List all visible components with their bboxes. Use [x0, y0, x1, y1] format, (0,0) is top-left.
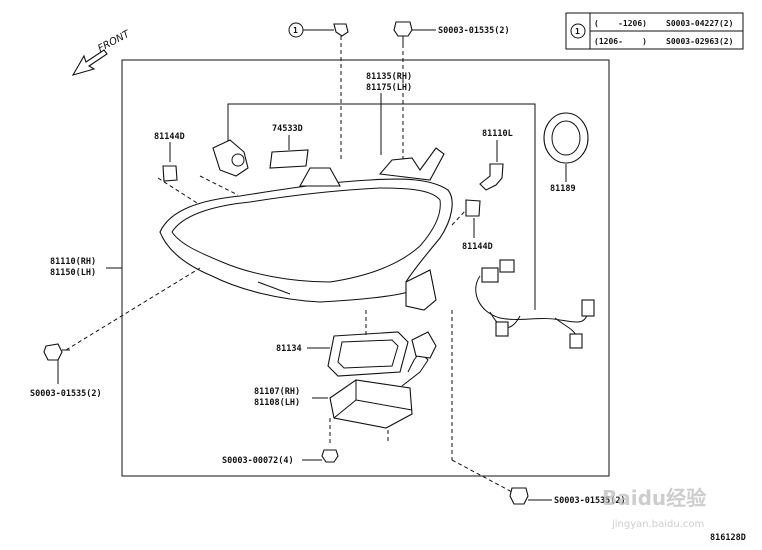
screw-right-icon — [509, 487, 529, 505]
screw-bottom-icon — [321, 449, 339, 463]
screw-top: S0003-01535(2) — [393, 21, 510, 160]
label-74533d: 74533D — [272, 124, 303, 134]
label-81110l: 81110L — [482, 129, 513, 139]
watermark: Baidu经验 jingyan.baidu.com — [602, 486, 706, 530]
screw-right-label: S0003-01535(2) — [554, 496, 626, 506]
diagram-code: 816128D — [710, 533, 746, 543]
clip-icon — [333, 23, 349, 37]
legend-marker: 1 — [575, 27, 580, 36]
label-81175: 81175(LH) — [366, 83, 412, 93]
label-81110: 81110(RH) — [50, 257, 96, 267]
wire-harness — [475, 259, 595, 349]
screw-top-label: S0003-01535(2) — [438, 26, 510, 36]
screw-bottom-label: S0003-00072(4) — [222, 456, 294, 466]
front-arrow: FRONT — [71, 28, 132, 76]
warning-label-icon — [269, 149, 309, 169]
label-81134: 81134 — [276, 344, 302, 354]
legend-table: 1 ( -1206) S0003-04227(2) (1206- ) S0003… — [565, 12, 744, 50]
legend-row-1-range: ( -1206) — [594, 19, 647, 28]
screw-left: S0003-01535(2) — [30, 267, 201, 399]
watermark-brand: Baidu经验 — [602, 486, 706, 510]
headlamp-assembly — [159, 147, 453, 311]
screw-right: S0003-01535(2) — [451, 310, 626, 506]
label-81144d-b: 81144D — [462, 242, 493, 252]
callout-1: 1 — [288, 22, 349, 160]
screw-left-label: S0003-01535(2) — [30, 389, 102, 399]
label-81135: 81135(RH) — [366, 72, 412, 82]
screw-left-icon — [43, 343, 63, 361]
dust-cap — [543, 112, 589, 182]
bulb-icon — [479, 163, 504, 191]
legend-row-2-range: (1206- ) — [594, 37, 647, 46]
label-81150: 81150(LH) — [50, 268, 96, 278]
harness-leader — [227, 103, 536, 310]
front-label: FRONT — [96, 28, 132, 54]
leveling-motor — [199, 139, 249, 196]
label-81108: 81108(LH) — [254, 398, 300, 408]
bushing-right-icon — [465, 199, 481, 217]
watermark-url: jingyan.baidu.com — [611, 519, 704, 530]
label-81107: 81107(RH) — [254, 387, 300, 397]
legend-row-2-part: S0003-02963(2) — [666, 37, 733, 46]
label-81144d-a: 81144D — [154, 132, 185, 142]
gasket-icon — [327, 331, 409, 377]
label-81189: 81189 — [550, 184, 576, 194]
screw-icon — [393, 21, 413, 37]
bushing-icon — [162, 165, 178, 182]
legend-row-1-part: S0003-04227(2) — [666, 19, 733, 28]
screw-bottom: S0003-00072(4) — [222, 449, 339, 466]
callout-1-marker: 1 — [293, 26, 298, 35]
ballast-unit — [329, 331, 437, 446]
